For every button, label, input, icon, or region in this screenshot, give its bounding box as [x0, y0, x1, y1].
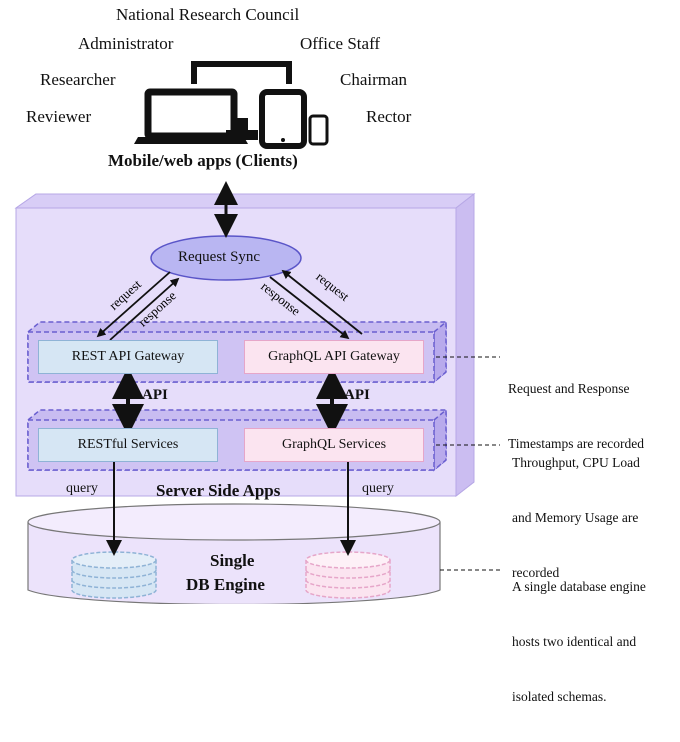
architecture-diagram: request response response request Nation… [14, 5, 646, 704]
graphql-services: GraphQL Services [244, 428, 424, 462]
gateway-note-line: Timestamps are recorded [508, 436, 644, 452]
rest-api-gateway: REST API Gateway [38, 340, 218, 374]
schema-blue-icon [71, 551, 157, 599]
services-note-line: and Memory Usage are [512, 510, 639, 526]
services-note-line: Throughput, CPU Load [512, 455, 640, 471]
query-label-left: query [66, 481, 98, 496]
query-label-right: query [362, 481, 394, 496]
role-rector: Rector [366, 107, 412, 126]
role-chairman: Chairman [340, 70, 408, 89]
clients-label: Mobile/web apps (Clients) [108, 151, 298, 170]
api-label-left: API [142, 387, 168, 403]
role-national-research-council: National Research Council [116, 5, 300, 24]
schema-pink-icon [305, 551, 391, 599]
db-note-line: A single database engine [512, 579, 646, 595]
gateway-note-line: Request and Response [508, 381, 630, 397]
services-note-line: recorded [512, 564, 560, 580]
request-sync-label: Request Sync [178, 249, 261, 265]
graphql-api-gateway: GraphQL API Gateway [244, 340, 424, 374]
role-researcher: Researcher [40, 70, 116, 89]
db-note: A single database engine hosts two ident… [512, 542, 646, 742]
api-label-right: API [344, 387, 370, 403]
db-note-line: isolated schemas. [512, 688, 607, 704]
role-office-staff: Office Staff [300, 34, 381, 53]
role-administrator: Administrator [78, 34, 174, 53]
db-label-line-2: DB Engine [186, 575, 265, 594]
restful-services: RESTful Services [38, 428, 218, 462]
devices-icon [134, 61, 329, 149]
server-side-apps-label: Server Side Apps [156, 481, 281, 500]
db-note-line: hosts two identical and [512, 634, 637, 650]
db-label-line-1: Single [210, 551, 255, 570]
gateway-note: Request and Response Timestamps are reco… [508, 344, 644, 490]
services-note: Throughput, CPU Load and Memory Usage ar… [512, 418, 640, 618]
role-reviewer: Reviewer [26, 107, 92, 126]
